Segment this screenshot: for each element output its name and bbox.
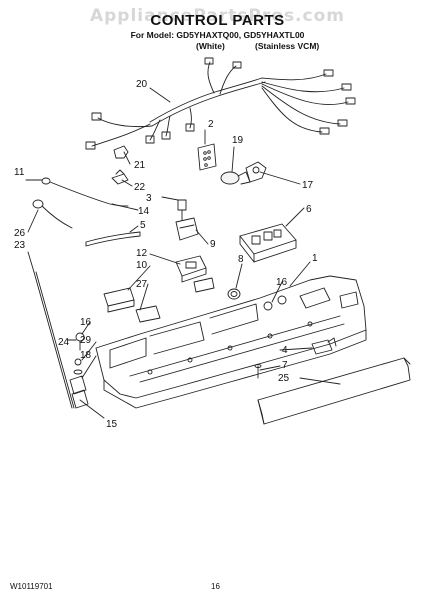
callout-12: 12 <box>136 248 148 259</box>
hinge-hardware-drawing <box>69 358 89 409</box>
callout-21: 21 <box>134 160 146 171</box>
control-knob-drawing <box>227 288 241 300</box>
callout-25: 25 <box>278 373 290 384</box>
callout-27: 27 <box>136 279 148 290</box>
callout-4: 4 <box>282 345 288 356</box>
wire-clips-drawing <box>111 145 129 185</box>
wire-harness-drawing <box>85 57 356 150</box>
variant-white: (White) <box>196 41 225 51</box>
diagram-title: CONTROL PARTS <box>150 12 285 29</box>
callout-24: 24 <box>58 337 70 348</box>
callout-8: 8 <box>238 254 244 265</box>
leader-lines <box>25 87 341 419</box>
callout-1: 1 <box>312 253 318 264</box>
control-housing-drawing <box>95 275 367 409</box>
document-number: W10119701 <box>10 582 53 591</box>
callout-18: 18 <box>80 350 92 361</box>
model-line: For Model: GD5YHAXTQ00, GD5YHAXTL00 <box>130 30 305 40</box>
callout-23: 23 <box>14 240 26 251</box>
rod-drawing <box>33 271 75 409</box>
callout-9: 9 <box>210 239 216 250</box>
label-insulator-drawing <box>135 277 215 323</box>
housing-bracket-drawing <box>103 287 135 313</box>
page-number: 16 <box>211 582 220 591</box>
callout-20: 20 <box>136 79 148 90</box>
callout-16-lower: 16 <box>80 317 92 328</box>
screw-7-drawing <box>254 364 262 379</box>
callout-14: 14 <box>138 206 150 217</box>
callout-15: 15 <box>106 419 118 430</box>
callout-10: 10 <box>136 260 148 271</box>
callout-5: 5 <box>140 220 146 231</box>
switch-drawing <box>175 199 199 241</box>
callout-16-upper: 16 <box>276 277 288 288</box>
control-board-drawing <box>239 223 297 263</box>
callout-2: 2 <box>208 119 214 130</box>
mounting-bracket-drawing <box>175 255 207 283</box>
screw-drawing <box>75 332 85 351</box>
light-bulb-socket-drawing <box>220 161 267 185</box>
callout-26: 26 <box>14 228 26 239</box>
callout-29: 29 <box>80 335 92 346</box>
bracket-plate-drawing <box>197 143 217 171</box>
callout-11: 11 <box>14 167 25 178</box>
callout-19: 19 <box>232 135 244 146</box>
foam-strip-drawing <box>85 231 141 247</box>
callout-17: 17 <box>302 180 314 191</box>
sensor-wire-drawing <box>32 177 129 229</box>
variant-stainless: (Stainless VCM) <box>255 41 320 51</box>
callout-3: 3 <box>146 193 152 204</box>
door-switch-drawing <box>311 337 337 355</box>
callout-22: 22 <box>134 182 146 193</box>
callout-7: 7 <box>282 360 288 371</box>
watermark-text: AppliancePartsPros.com <box>89 6 345 26</box>
callout-6: 6 <box>306 204 312 215</box>
trim-strip-drawing <box>257 357 411 425</box>
